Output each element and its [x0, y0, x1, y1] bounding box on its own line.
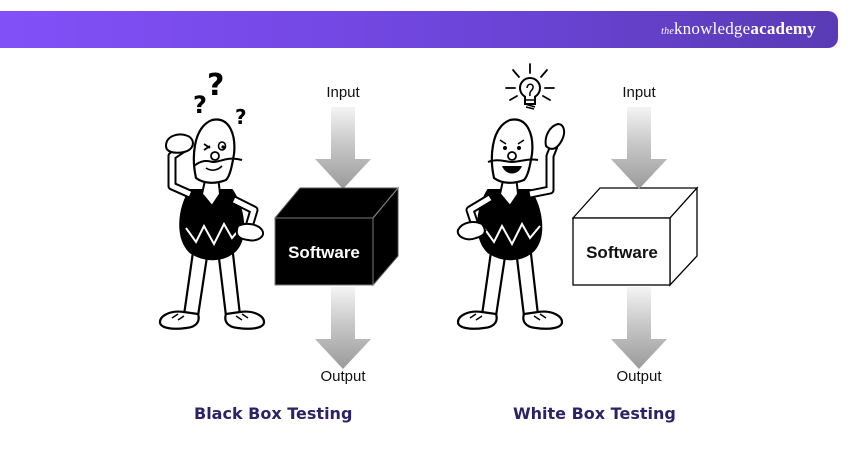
white-box-panel: Input Software Output: [456, 63, 699, 385]
confused-character-icon: [158, 118, 266, 330]
output-arrow-icon: [611, 287, 667, 369]
light-bulb-icon: [505, 63, 555, 110]
output-arrow-icon: [315, 287, 371, 369]
brand-logo: theknowledgeacademy: [661, 19, 816, 39]
input-label: Input: [326, 84, 360, 101]
header-banner: theknowledgeacademy: [0, 11, 838, 48]
question-mark-icon: ?: [193, 91, 207, 119]
white-software-box: Software: [571, 186, 699, 287]
idea-character-icon: [456, 118, 566, 330]
logo-prefix: the: [661, 26, 674, 37]
output-label: Output: [616, 368, 662, 385]
black-box-panel: Input Software Output: [158, 68, 400, 385]
white-box-caption: White Box Testing: [513, 404, 676, 423]
logo-main: knowledge: [673, 19, 751, 38]
input-label: Input: [622, 84, 656, 101]
box-label: Software: [586, 243, 658, 262]
input-arrow-icon: [315, 107, 371, 189]
logo-bold: academy: [750, 19, 816, 38]
black-box-caption: Black Box Testing: [194, 404, 353, 423]
output-label: Output: [320, 368, 366, 385]
question-mark-icon: ?: [207, 68, 224, 103]
question-mark-icon: ?: [235, 105, 247, 129]
black-software-box: Software: [273, 186, 400, 287]
box-label: Software: [288, 243, 360, 262]
